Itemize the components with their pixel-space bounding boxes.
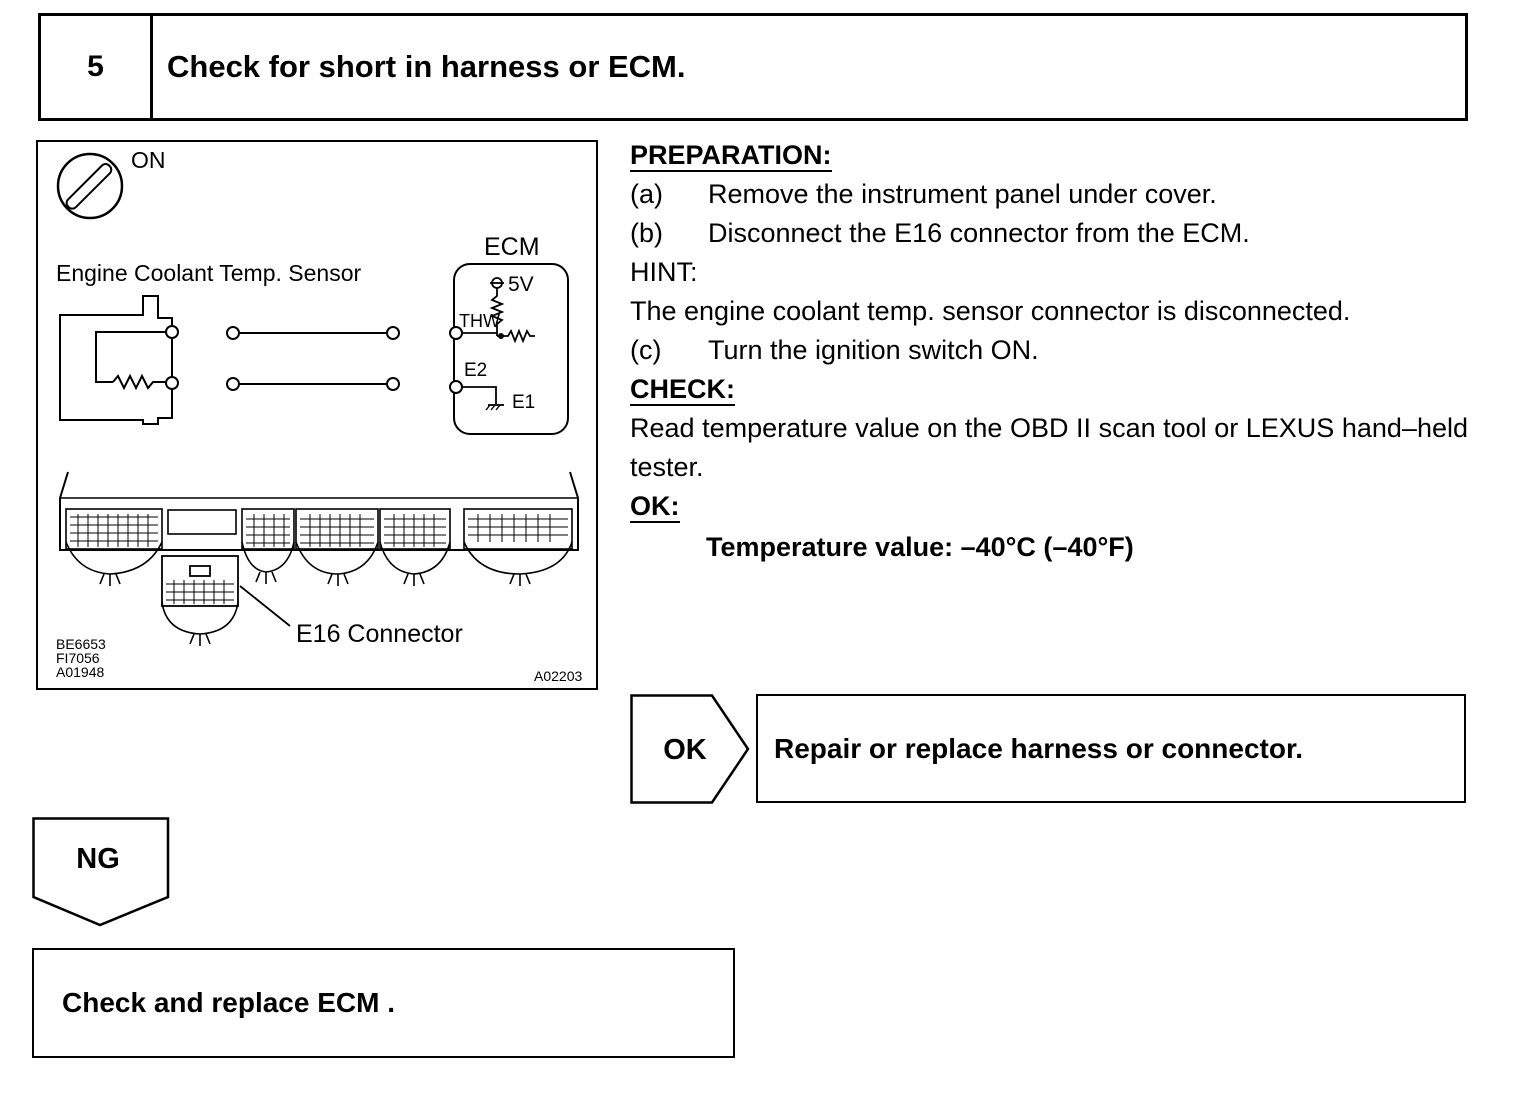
step-label: (b) — [630, 218, 663, 248]
prep-step-c: (c) Turn the ignition switch ON. — [630, 331, 1468, 370]
pin-e2-label: E2 — [464, 360, 487, 381]
step-title: Check for short in harness or ECM. — [167, 49, 686, 84]
ignition-on-label: ON — [131, 147, 166, 173]
step-number: 5 — [41, 16, 153, 118]
sensor-label: Engine Coolant Temp. Sensor — [56, 260, 361, 286]
preparation-heading: PREPARATION: — [630, 140, 832, 172]
ng-label: NG — [76, 843, 120, 875]
ng-action-text: Check and replace ECM . — [62, 987, 396, 1018]
prep-step-a: (a) Remove the instrument panel under co… — [630, 175, 1468, 214]
step-text: Turn the ignition switch ON. — [708, 335, 1039, 365]
ok-heading: OK: — [630, 491, 680, 523]
pin-5v-label: 5V — [508, 273, 534, 296]
figure-code-1: BE6653 — [56, 636, 106, 652]
pin-thw-label: THW — [459, 311, 500, 331]
check-heading: CHECK: — [630, 374, 735, 406]
ok-action-text: Repair or replace harness or connector. — [774, 732, 1304, 764]
check-text: Read temperature value on the OBD II sca… — [630, 413, 1468, 482]
ecm-label: ECM — [484, 233, 540, 261]
step-header: 5 Check for short in harness or ECM. — [38, 13, 1468, 121]
prep-step-b: (b) Disconnect the E16 connector from th… — [630, 214, 1468, 253]
ng-arrow: NG — [32, 817, 172, 929]
e16-connector-label: E16 Connector — [296, 620, 463, 648]
ignition-key-icon — [56, 152, 124, 220]
instructions: PREPARATION: (a) Remove the instrument p… — [630, 136, 1468, 567]
ng-result-box: Check and replace ECM . — [32, 948, 735, 1058]
ok-result-box: Repair or replace harness or connector. — [756, 694, 1466, 803]
step-text: Disconnect the E16 connector from the EC… — [708, 218, 1250, 248]
ok-spec: Temperature value: –40°C (–40°F) — [706, 532, 1134, 562]
figure-code-4: A02203 — [534, 668, 582, 684]
ok-arrow: OK — [630, 694, 752, 804]
step-label: (a) — [630, 179, 663, 209]
pin-e1-label: E1 — [512, 392, 535, 413]
arrow-down-icon: NG — [32, 817, 170, 927]
wiring-diagram: ON Engine Coolant Temp. Sensor ECM 5V TH… — [56, 147, 582, 684]
ok-label: OK — [663, 734, 707, 766]
step-label: (c) — [630, 335, 662, 365]
figure-code-2: FI7056 — [56, 650, 100, 666]
step-text: Remove the instrument panel under cover. — [708, 179, 1217, 209]
figure-code-3: A01948 — [56, 664, 104, 680]
hint-text: The engine coolant temp. sensor connecto… — [630, 296, 1351, 326]
hint-label: HINT: — [630, 257, 698, 287]
arrow-right-icon: OK — [630, 694, 750, 804]
wiring-figure: ON Engine Coolant Temp. Sensor ECM 5V TH… — [36, 140, 598, 690]
